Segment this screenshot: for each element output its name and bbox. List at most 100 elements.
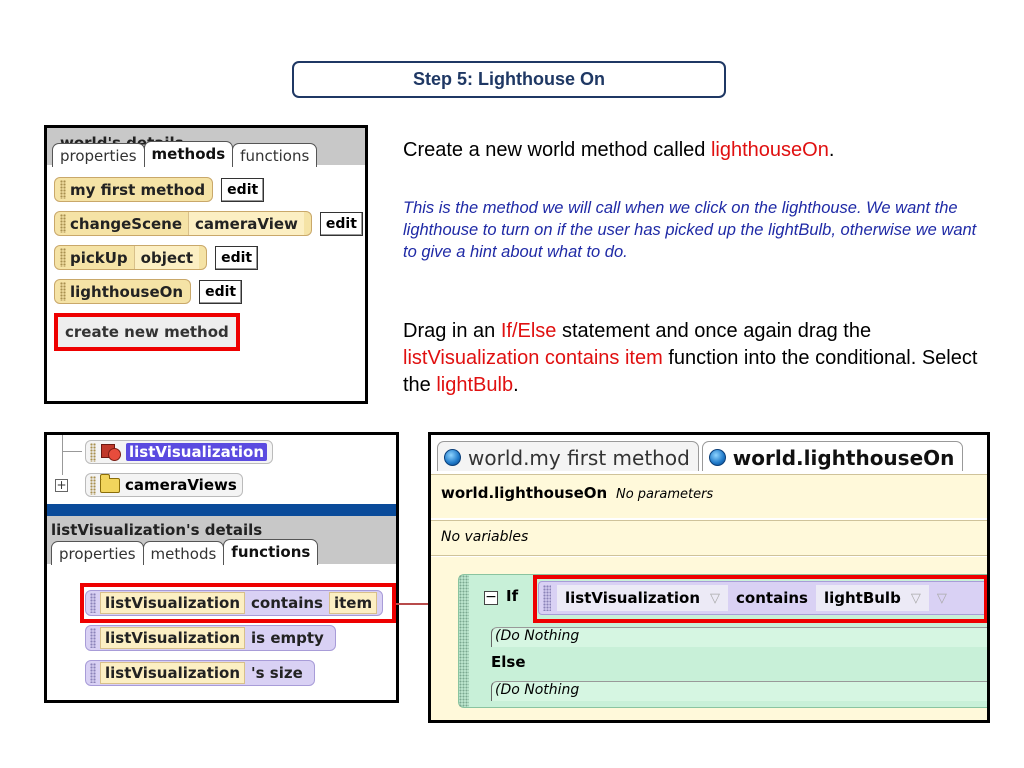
function-object: listVisualization [100, 627, 246, 649]
tree-item-listvisualization[interactable]: listVisualization [85, 440, 274, 464]
instruction-highlight: lighthouseOn [710, 139, 829, 161]
edit-button-lighthouseon[interactable]: edit [199, 279, 243, 304]
tree-line [62, 451, 82, 452]
drag-grip-icon [60, 248, 66, 267]
method-signature-bar: world.lighthouseOn No parameters [431, 474, 987, 518]
tree-item-cameraviews[interactable]: cameraViews [85, 473, 243, 497]
function-object: listVisualization [100, 662, 246, 684]
create-new-method-button[interactable]: create new method [54, 313, 240, 351]
object-icon [100, 442, 122, 462]
method-name: changeScene [70, 214, 183, 233]
method-params-text: No parameters [615, 487, 714, 502]
tree-item-label: listVisualization [126, 443, 268, 461]
function-tile-is-empty[interactable]: listVisualization is empty [85, 625, 336, 651]
function-tile-contains-item[interactable]: listVisualization contains item [85, 590, 384, 616]
drag-grip-icon [90, 663, 96, 683]
drag-grip-icon [60, 214, 66, 233]
function-arg: item [328, 592, 378, 614]
condition-object-dropdown[interactable]: listVisualization ▽ [557, 585, 729, 611]
method-variables-bar: No variables [431, 520, 987, 556]
function-row: listVisualization is empty [85, 624, 383, 652]
folder-icon [100, 473, 120, 493]
listvisualization-details-header: listVisualization's details properties m… [47, 516, 396, 565]
drag-grip-icon [60, 180, 66, 199]
if-else-block[interactable]: − If listVisualization ▽ contains lightB… [458, 574, 987, 708]
selection-divider [47, 504, 396, 516]
edit-button-changescene[interactable]: edit [319, 211, 363, 236]
drag-grip-icon [90, 593, 96, 613]
instruction-highlight: lightBulb [436, 374, 514, 396]
instruction-highlight: listVisualization contains item [403, 347, 663, 369]
method-ball-icon [444, 449, 461, 466]
condition-value-dropdown[interactable]: lightBulb ▽ [815, 585, 929, 611]
condition-value: lightBulb [823, 589, 901, 607]
if-do-nothing[interactable]: (Do Nothing [491, 627, 987, 647]
highlight-box [80, 583, 396, 623]
instruction-note: This is the method we will call when we … [403, 199, 977, 261]
condition-extra-dropdown[interactable]: ▽ [929, 585, 955, 611]
method-param: object [133, 246, 200, 269]
condition-op: contains [736, 589, 808, 607]
editor-tab-label: world.lighthouseOn [732, 445, 955, 470]
tab-functions[interactable]: functions [232, 143, 318, 167]
drag-grip-icon [90, 628, 96, 648]
dropdown-arrow-icon: ▽ [936, 590, 947, 606]
if-label: If [506, 587, 519, 605]
editor-tab-label: world.my first method [468, 445, 690, 470]
method-code-area[interactable]: − If listVisualization ▽ contains lightB… [431, 557, 987, 720]
tab-methods[interactable]: methods [142, 541, 225, 565]
method-tile-changescene[interactable]: changeScene cameraView [54, 211, 312, 236]
method-tile-pickup[interactable]: pickUp object [54, 245, 208, 270]
method-name: pickUp [70, 248, 128, 267]
tab-methods[interactable]: methods [143, 141, 234, 167]
slide-title: Step 5: Lighthouse On [292, 61, 726, 98]
method-param: cameraView [188, 212, 304, 235]
dropdown-arrow-icon: ▽ [710, 590, 721, 606]
method-name: lighthouseOn [70, 282, 184, 301]
instruction-text: function into the conditional. Select th… [403, 347, 978, 396]
if-condition[interactable]: listVisualization ▽ contains lightBulb ▽… [538, 581, 987, 615]
drag-grip-icon [60, 282, 66, 301]
method-tile-lighthouseon[interactable]: lighthouseOn [54, 279, 192, 304]
instruction-text: Drag in an [403, 320, 501, 342]
method-tile-my-first-method[interactable]: my first method [54, 177, 214, 202]
editor-tab-my-first-method[interactable]: world.my first method [437, 441, 699, 471]
drag-grip-icon [90, 442, 96, 462]
instruction-text: Create a new world method called [403, 139, 711, 161]
method-editor: world.my first method world.lighthouseOn… [428, 432, 990, 723]
tab-functions[interactable]: functions [223, 539, 319, 565]
instruction-text: statement and once again drag the [556, 320, 872, 342]
method-ball-icon [708, 449, 726, 466]
highlight-box [533, 575, 987, 623]
else-do-nothing[interactable]: (Do Nothing [491, 681, 987, 701]
tab-properties[interactable]: properties [51, 541, 144, 565]
function-list: listVisualization contains item listVisu… [85, 589, 384, 694]
condition-object: listVisualization [565, 589, 701, 607]
method-row-lighthouseon: lighthouseOn edit [54, 279, 365, 304]
function-text: 's size [251, 664, 303, 682]
method-variables-text: No variables [441, 529, 529, 545]
instruction-text: . [513, 374, 519, 396]
edit-button-pickup[interactable]: edit [215, 245, 259, 270]
tree-line [62, 435, 63, 475]
collapse-icon[interactable]: − [484, 589, 498, 605]
method-row-pickup: pickUp object edit [54, 245, 365, 270]
method-name: my first method [70, 180, 206, 199]
listvisualization-details-tabs: properties methods functions [51, 539, 319, 565]
function-text: is empty [251, 629, 324, 647]
function-object: listVisualization [100, 592, 246, 614]
expand-icon[interactable]: + [55, 478, 68, 492]
instruction-paragraph: Drag in an If/Else statement and once ag… [403, 318, 1003, 399]
function-tile-size[interactable]: listVisualization 's size [85, 660, 315, 686]
else-label: Else [491, 653, 526, 671]
tab-properties[interactable]: properties [52, 143, 145, 167]
drag-grip-icon [543, 585, 551, 611]
editor-tab-lighthouseon[interactable]: world.lighthouseOn [701, 441, 964, 471]
world-details-tabs: properties methods functions [52, 141, 318, 167]
instruction-highlight: If/Else [500, 320, 557, 342]
drag-grip-icon [459, 575, 469, 707]
method-row-changescene: changeScene cameraView edit [54, 211, 365, 236]
editor-tabs: world.my first method world.lighthouseOn [437, 441, 966, 471]
edit-button-my-first-method[interactable]: edit [221, 177, 265, 202]
world-details-panel: world's details properties methods funct… [44, 125, 368, 404]
